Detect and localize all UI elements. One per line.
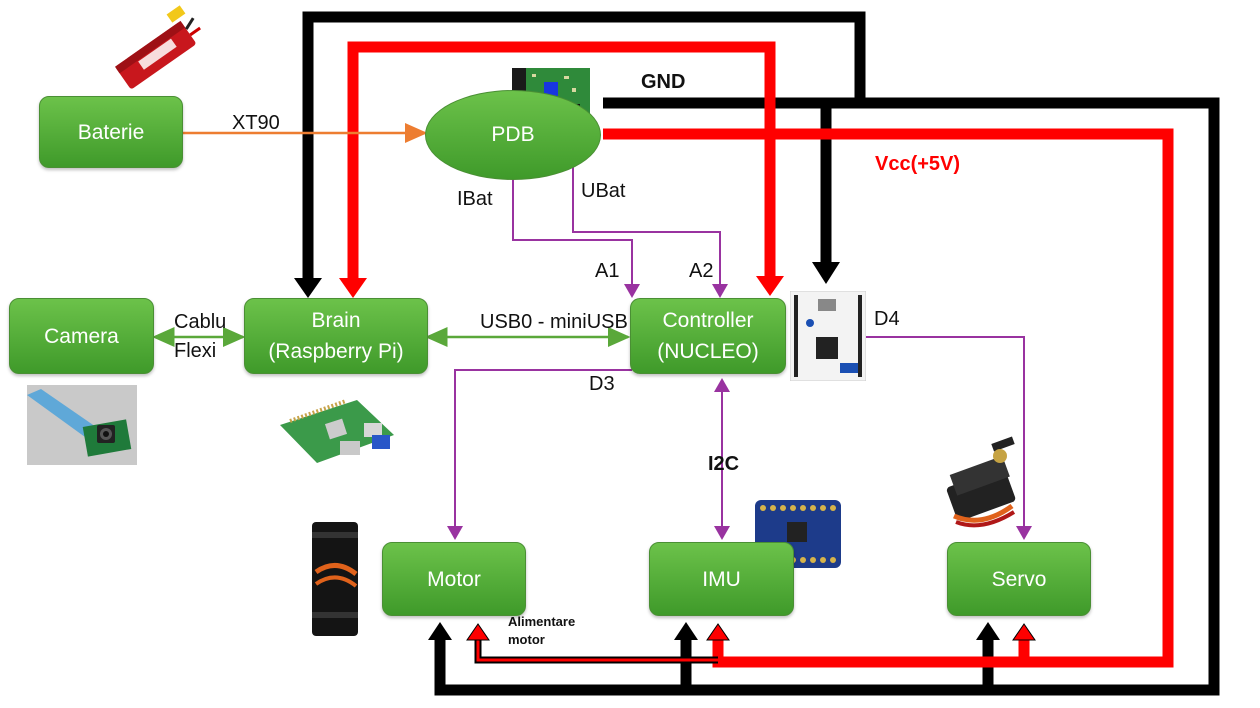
- vcc-label: Vcc(+5V): [875, 153, 961, 175]
- vcc-arrow-motor: [466, 623, 490, 641]
- imu-label: IMU: [702, 567, 741, 591]
- d3-label: D3: [589, 373, 615, 395]
- gnd-arrow-servo: [976, 622, 1000, 640]
- controller-title: Controller: [662, 309, 754, 332]
- ubat-wire: [572, 162, 728, 298]
- controller-node: Controller (NUCLEO): [630, 298, 786, 374]
- gnd-wire-brain: [302, 11, 866, 285]
- d4-wire: [866, 336, 1032, 540]
- ibat-wire: [512, 178, 640, 298]
- camera-module-photo: [27, 385, 137, 465]
- controller-subtitle: (NUCLEO): [657, 340, 759, 363]
- brain-node: Brain (Raspberry Pi): [244, 298, 428, 374]
- cablu-label: Cablu: [174, 311, 227, 333]
- motor-label: Motor: [427, 567, 481, 591]
- gnd-arrow-imu: [674, 622, 698, 640]
- vcc-arrowheads: [339, 276, 1036, 641]
- baterie-node: Baterie: [39, 96, 183, 168]
- motor-node: Motor: [382, 542, 526, 616]
- vcc-arrow-controller: [756, 276, 784, 296]
- xt90-label: XT90: [232, 112, 280, 134]
- pdb-label: PDB: [491, 123, 535, 146]
- pdb-node: PDB: [425, 90, 601, 180]
- vcc-arrow-brain: [339, 278, 367, 298]
- gnd-arrow-motor: [428, 622, 452, 640]
- brain-subtitle: (Raspberry Pi): [268, 340, 404, 363]
- usb-label: USB0 - miniUSB: [480, 311, 628, 333]
- d4-label: D4: [874, 308, 900, 330]
- brain-title: Brain: [311, 309, 361, 332]
- camera-label: Camera: [44, 324, 119, 348]
- a1-label: A1: [595, 260, 620, 282]
- vcc-arrow-imu: [706, 623, 730, 641]
- servo-photo: [946, 436, 1016, 528]
- gnd-arrow-brain: [294, 278, 322, 298]
- brushless-motor-photo: [312, 522, 358, 636]
- vcc-wire-brain: [347, 41, 776, 285]
- motor-supply-wire: [474, 640, 718, 664]
- nucleo-board-photo: [790, 291, 866, 381]
- gnd-arrow-controller: [812, 262, 840, 284]
- d3-wire: [447, 369, 632, 540]
- camera-node: Camera: [9, 298, 154, 374]
- gnd-label: GND: [641, 71, 686, 93]
- servo-label: Servo: [991, 567, 1047, 591]
- i2c-label: I2C: [708, 453, 740, 475]
- alimentare-motor-label: Alimentare motor: [508, 614, 576, 647]
- gnd-arrowheads: [294, 262, 1000, 640]
- raspberry-pi-photo: [280, 399, 394, 463]
- ibat-label: IBat: [457, 188, 493, 210]
- a2-label: A2: [689, 260, 714, 282]
- imu-node: IMU: [649, 542, 794, 616]
- flexi-label: Flexi: [174, 340, 217, 362]
- ubat-label: UBat: [581, 180, 626, 202]
- signal-wiring: [447, 162, 1032, 540]
- vcc-arrow-servo: [1012, 623, 1036, 641]
- battery-photo: [114, 5, 201, 89]
- vcc-wiring: [347, 41, 1174, 668]
- gnd-wire-main: [434, 97, 1220, 696]
- vcc-wire-main: [603, 128, 1174, 668]
- servo-node: Servo: [947, 542, 1091, 616]
- baterie-label: Baterie: [77, 120, 145, 144]
